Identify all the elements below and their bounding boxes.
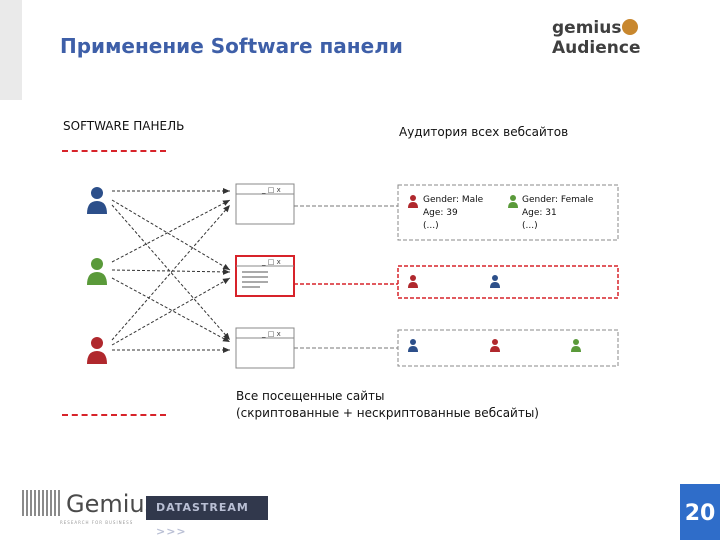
profile-more: (...) (423, 221, 439, 231)
user-icon (408, 275, 418, 288)
caption-line-1: Все посещенные сайты (236, 389, 385, 403)
datastream-logo: DATASTREAM >>> (146, 496, 268, 538)
user-icon (408, 339, 418, 352)
window-controls: _ □ x (261, 330, 281, 338)
panel-bottom-divider (62, 414, 166, 416)
profile-more: (...) (522, 221, 538, 231)
gemius-tagline: RESEARCH FOR BUSINESS (60, 520, 134, 525)
page-number: 20 (680, 484, 720, 540)
visited-sites-caption: Все посещенные сайты (скриптованные + не… (236, 388, 539, 422)
arrow-line (111, 277, 231, 343)
user-icon (87, 258, 107, 285)
window-controls: _ □ x (261, 186, 281, 194)
audience-icon (622, 19, 639, 35)
left-decor-strip (0, 0, 22, 100)
gemius-bars-icon (22, 490, 62, 516)
user-icon (571, 339, 581, 352)
browser-window-icon (235, 255, 295, 297)
profile-age: Age: 39 (423, 208, 458, 218)
panel-top-divider (62, 150, 166, 152)
profile-gender: Gender: Female (522, 195, 594, 205)
brand-logo: gemiusAudience (552, 18, 720, 58)
brand-name: gemius (552, 18, 622, 38)
user-icon (87, 187, 107, 214)
gemius-logo: Gemius (22, 490, 157, 518)
caption-line-2: (скриптованные + нескриптованные вебсайт… (236, 406, 539, 420)
arrow-line (111, 268, 231, 275)
browser-window-icon (235, 183, 295, 225)
user-icon (490, 339, 500, 352)
audience-row (397, 329, 619, 367)
profile-gender: Gender: Male (423, 195, 484, 205)
user-icon (490, 275, 500, 288)
slide-title: Применение Software панели (60, 34, 403, 58)
profile-stats-male: Gender: Male Age: 39 (...) (423, 194, 483, 233)
arrow-line (111, 199, 231, 271)
brand-product: Audience (552, 38, 641, 58)
audience-row-highlighted (397, 265, 619, 299)
audience-label: Аудитория всех вебсайтов (399, 125, 569, 139)
profile-age: Age: 31 (522, 208, 557, 218)
window-controls: _ □ x (261, 258, 281, 266)
arrow-line (111, 199, 231, 263)
profile-stats-female: Gender: Female Age: 31 (...) (522, 194, 593, 233)
gemius-logo-text: Gemius (66, 490, 158, 518)
panel-label: SOFTWARE ПАНЕЛЬ (63, 119, 185, 133)
user-icon (87, 337, 107, 364)
audience-row (397, 184, 619, 241)
user-icon (508, 195, 518, 208)
arrows-group (111, 188, 231, 353)
arrow-line (111, 277, 231, 346)
user-icon (408, 195, 418, 208)
